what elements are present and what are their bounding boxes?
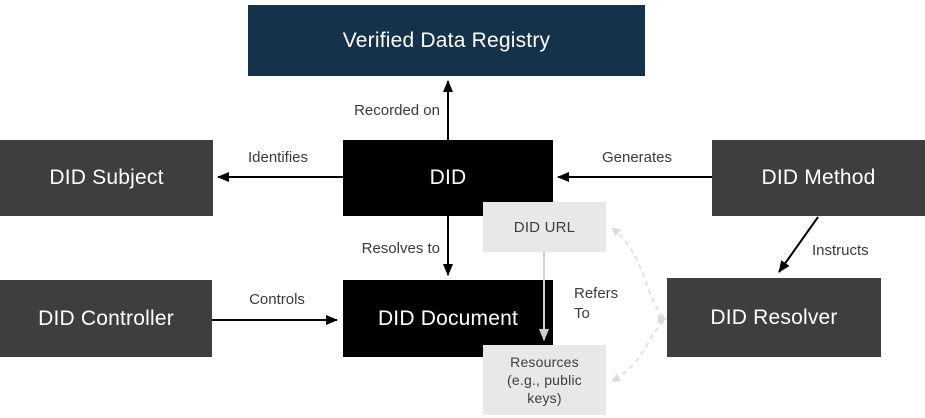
edge-label-controls: Controls (249, 291, 305, 308)
node-verified-data-registry: Verified Data Registry (248, 5, 645, 76)
edge-label-identifies: Identifies (247, 149, 309, 166)
node-did-url: DID URL (483, 202, 606, 252)
dashed-arrow-resolver-to-resources (611, 320, 665, 382)
node-did-controller: DID Controller (0, 280, 212, 357)
node-did-subject: DID Subject (0, 140, 213, 216)
edge-label-instructs: Instructs (812, 242, 869, 259)
node-resources: Resources (e.g., public keys) (483, 345, 606, 415)
node-did-document: DID Document (343, 280, 553, 357)
node-did: DID (343, 140, 553, 216)
node-did-method: DID Method (712, 140, 925, 216)
edge-label-refers-to: Refers To (574, 285, 619, 322)
dashed-arrowhead-into-resolver (658, 314, 667, 324)
edge-label-recorded-on: Recorded on (354, 102, 440, 119)
edge-label-resolves-to: Resolves to (361, 240, 440, 257)
node-did-resolver: DID Resolver (667, 278, 881, 357)
edge-label-generates: Generates (601, 149, 673, 166)
